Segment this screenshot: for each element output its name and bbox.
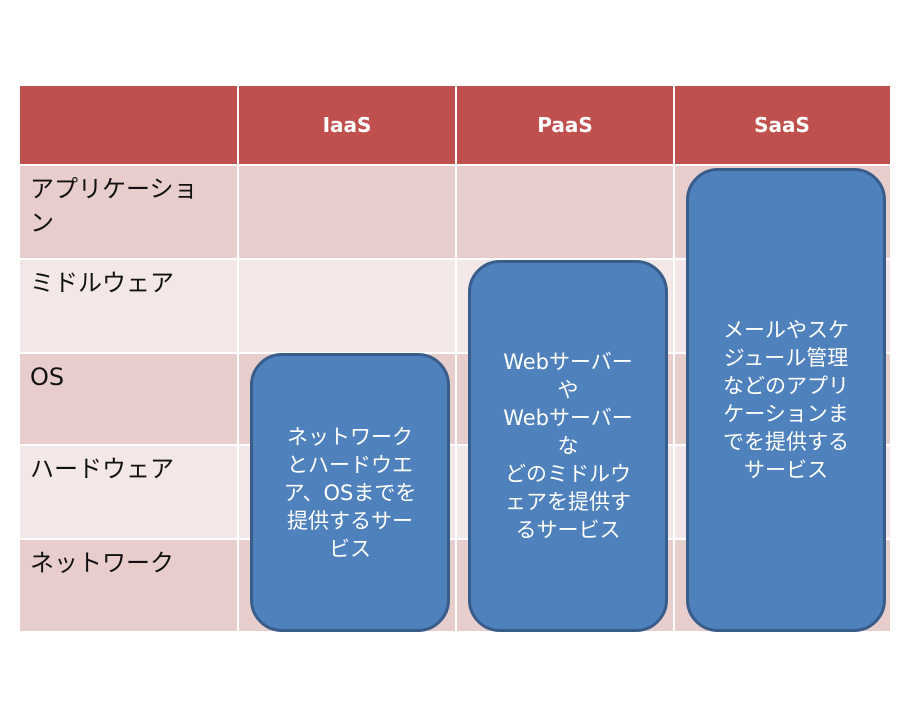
header-saas: SaaS xyxy=(674,86,890,164)
row-label-application: アプリケーション xyxy=(30,175,198,237)
header-iaas: IaaS xyxy=(238,86,456,164)
iaas-description-box: ネットワーク とハードウエ ア、OSまでを 提供するサー ビス xyxy=(250,353,450,632)
header-empty xyxy=(20,86,238,164)
column-divider xyxy=(455,86,457,631)
row-divider xyxy=(20,352,890,354)
column-divider xyxy=(673,86,675,631)
row-divider xyxy=(20,538,890,540)
row-label-network: ネットワーク xyxy=(30,549,174,577)
row-divider xyxy=(20,258,890,260)
saas-description-box: メールやスケ ジュール管理 などのアプリ ケーションま でを提供する サービス xyxy=(686,168,886,632)
row-label-hardware: ハードウェア xyxy=(30,455,174,483)
paas-description-box: Webサーバーや Webサーバーな どのミドルウ ェアを提供す るサービス xyxy=(468,260,668,632)
row-divider xyxy=(20,164,890,166)
row-label-os: OS xyxy=(30,363,65,391)
header-paas: PaaS xyxy=(456,86,674,164)
row-label-middleware: ミドルウェア xyxy=(30,269,174,297)
column-divider xyxy=(237,86,239,631)
row-divider xyxy=(20,444,890,446)
